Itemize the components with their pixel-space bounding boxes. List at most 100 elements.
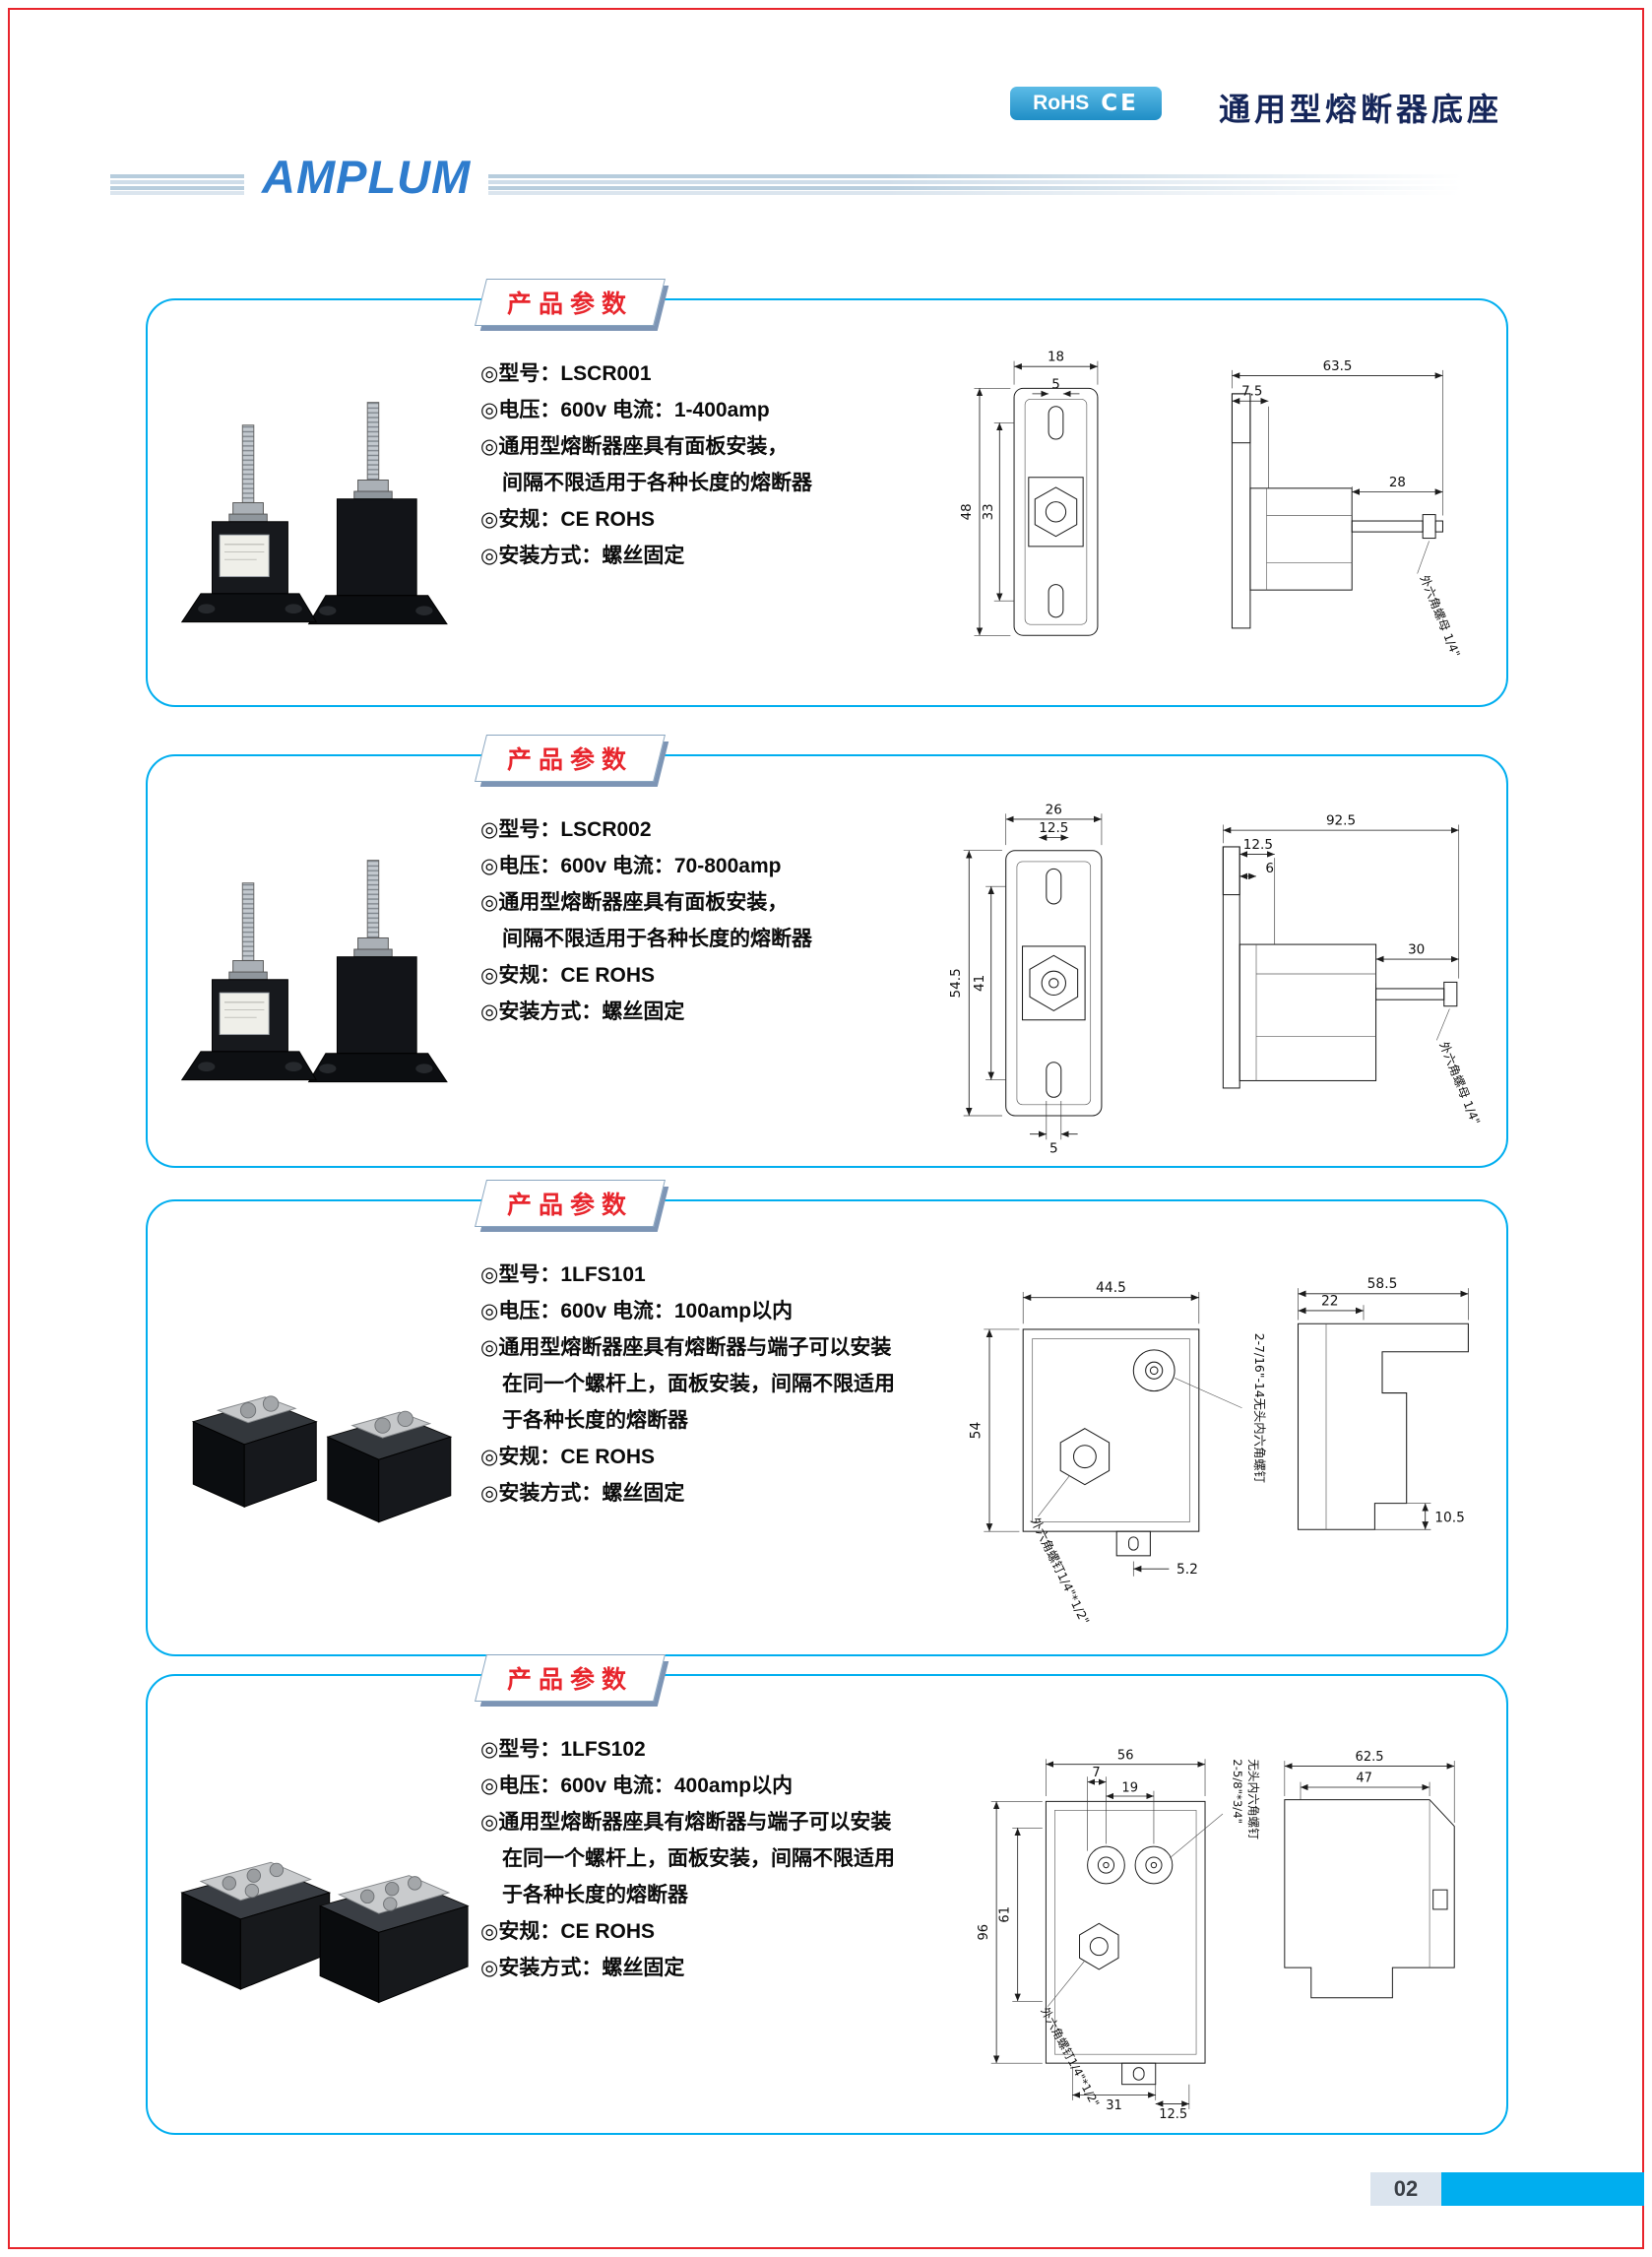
product-photo (165, 393, 480, 639)
spec-line: ◎通用型熔断器座具有熔断器与端子可以安装 (480, 1336, 892, 1359)
dim-height: 96 (977, 1924, 991, 1941)
dim-thread-len: 30 (1408, 941, 1425, 957)
spec-line: 在同一个螺杆上，面板安装，间隔不限适用 (502, 1847, 895, 1870)
section-tab: 产品参数 (475, 1180, 666, 1227)
rohs-label: RoHS (1033, 92, 1090, 114)
spec-list: ◎型号：1LFS102 ◎电压：600v 电流：400amp以内 ◎通用型熔断器… (480, 1709, 933, 1986)
dim-front-width: 44.5 (1096, 1280, 1126, 1296)
spec-list: ◎型号：LSCR001 ◎电压：600v 电流：1-400amp ◎通用型熔断器… (480, 334, 933, 574)
technical-drawing: 26 12.5 54.5 41 5 (933, 790, 1494, 1158)
spec-list: ◎型号：1LFS101 ◎电压：600v 电流：100amp以内 ◎通用型熔断器… (480, 1235, 933, 1512)
dim-height: 54 (969, 1422, 985, 1440)
dim-side-total: 92.5 (1326, 813, 1356, 829)
product-card-1lfs101: 产品参数 ◎型号：1LFS101 ◎电压：600v 电流：100amp以内 ◎通… (146, 1180, 1508, 1656)
dim-height: 54.5 (948, 968, 964, 998)
dim-side-offset: 7.5 (1241, 385, 1262, 400)
front-view: 18 5 48 33 (960, 351, 1099, 636)
spec-line: ◎通用型熔断器座具有面板安装， (480, 435, 789, 458)
brand-logo: AMPLUM (244, 150, 489, 204)
note-socket-screw: 2-7/16"-14无头内六角螺钉 (1252, 1333, 1266, 1483)
technical-drawing: 18 5 48 33 (933, 334, 1494, 697)
dim-side-inner: 47 (1356, 1772, 1372, 1786)
note-hex-nut: 外六角螺母 1/4" (1436, 1040, 1483, 1127)
technical-drawing: 44.5 54 5.2 外六角螺钉1/4"*1/2" 2-7/16"-14无头内… (933, 1235, 1494, 1646)
note-socket-screw-2: 无头内六角螺钉 (1246, 1759, 1260, 1839)
dim-front-width: 56 (1117, 1748, 1134, 1763)
spec-line: ◎安规：CE ROHS (480, 964, 656, 987)
side-view: 63.5 7.5 28 外六角螺母 1/4" (1231, 359, 1463, 659)
dim-front-width: 26 (1046, 802, 1062, 817)
dim-side-total: 58.5 (1367, 1276, 1398, 1292)
dim-side-d2: 6 (1265, 861, 1274, 876)
spec-line: ◎型号：LSCR002 (480, 818, 652, 841)
dim-side-total: 62.5 (1356, 1750, 1384, 1765)
spec-line: ◎电压：600v 电流：70-800amp (480, 855, 782, 877)
ce-mark: CE (1101, 91, 1139, 116)
spec-line: ◎安装方式：螺丝固定 (480, 1000, 685, 1023)
spec-line: ◎型号：1LFS101 (480, 1263, 646, 1286)
side-view: 62.5 47 (1284, 1750, 1455, 1999)
dim-bottom-a: 31 (1106, 2098, 1122, 2113)
dim-bottom-b: 12.5 (1159, 2107, 1187, 2122)
note-socket-screw-1: 2-5/8"*3/4" (1231, 1759, 1244, 1824)
spec-line: ◎安装方式：螺丝固定 (480, 545, 685, 567)
spec-line: ◎型号：LSCR001 (480, 362, 652, 385)
dim-front-width: 18 (1048, 351, 1064, 365)
dim-slot-bottom: 5 (1049, 1140, 1058, 1156)
spec-line: ◎安规：CE ROHS (480, 508, 656, 531)
dim-inner-height: 61 (998, 1906, 1013, 1923)
spec-line: 在同一个螺杆上，面板安装，间隔不限适用 (502, 1373, 895, 1395)
dim-side-total: 63.5 (1323, 359, 1353, 374)
dim-side-top: 22 (1321, 1293, 1339, 1309)
note-hex-screw: 外六角螺钉1/4"*1/2" (1028, 1515, 1092, 1627)
page-number: 02 (1370, 2172, 1441, 2206)
dim-side-d1: 12.5 (1243, 837, 1273, 853)
product-photo (165, 851, 480, 1097)
rohs-ce-badge: RoHS CE (1010, 87, 1162, 120)
spec-line: ◎电压：600v 电流：100amp以内 (480, 1300, 794, 1322)
dim-inner-height: 33 (982, 503, 996, 520)
dim-d19: 19 (1121, 1781, 1138, 1796)
product-card-1lfs102: 产品参数 ◎型号：1LFS102 ◎电压：600v 电流：400amp以内 ◎通… (146, 1654, 1508, 2135)
dim-thread-len: 28 (1389, 476, 1406, 490)
spec-line: 于各种长度的熔断器 (502, 1409, 688, 1432)
product-card-lscr002: 产品参数 ◎型号：LSCR002 ◎电压：600v 电流：70-800amp ◎… (146, 735, 1508, 1168)
dim-side-bottom: 10.5 (1434, 1511, 1465, 1526)
spec-line: 间隔不限适用于各种长度的熔断器 (502, 472, 812, 494)
note-hex-nut: 外六角螺母 1/4" (1418, 573, 1463, 659)
product-card-lscr001: 产品参数 ◎型号：LSCR001 ◎电压：600v 电流：1-400amp ◎通… (146, 279, 1508, 707)
spec-line: ◎电压：600v 电流：400amp以内 (480, 1774, 794, 1797)
dim-front-inner: 12.5 (1039, 820, 1068, 836)
section-tab-label: 产品参数 (507, 746, 634, 774)
technical-drawing: 56 7 19 96 61 (933, 1709, 1494, 2125)
dim-bottom-arrow: 5.2 (1176, 1562, 1198, 1578)
spec-line: 于各种长度的熔断器 (502, 1884, 688, 1906)
section-tab-label: 产品参数 (507, 1666, 634, 1694)
spec-line: ◎通用型熔断器座具有面板安装， (480, 891, 789, 914)
front-view: 26 12.5 54.5 41 5 (948, 802, 1103, 1156)
front-view: 56 7 19 96 61 (977, 1748, 1260, 2122)
spec-line: ◎安规：CE ROHS (480, 1920, 656, 1943)
spec-list: ◎型号：LSCR002 ◎电压：600v 电流：70-800amp ◎通用型熔断… (480, 790, 933, 1030)
front-view: 44.5 54 5.2 外六角螺钉1/4"*1/2" 2-7/16"-14无头内… (969, 1280, 1266, 1627)
note-hex-screw: 外六角螺钉1/4"*1/2" (1038, 2005, 1102, 2109)
page-title: 通用型熔断器底座 (1219, 92, 1503, 127)
side-view: 92.5 12.5 6 30 外六角螺母 1/4" (1222, 813, 1483, 1127)
section-tab-label: 产品参数 (507, 1192, 634, 1219)
spec-line: ◎安装方式：螺丝固定 (480, 1957, 685, 1979)
dim-slot: 5 (1051, 377, 1060, 392)
spec-line: 间隔不限适用于各种长度的熔断器 (502, 928, 812, 950)
dim-d7: 7 (1092, 1766, 1100, 1780)
dim-inner-height: 41 (972, 975, 987, 992)
spec-line: ◎安规：CE ROHS (480, 1446, 656, 1468)
section-tab-label: 产品参数 (507, 290, 634, 318)
spec-line: ◎型号：1LFS102 (480, 1738, 646, 1761)
product-photo (165, 1318, 480, 1564)
spec-line: ◎安装方式：螺丝固定 (480, 1482, 685, 1505)
dim-height: 48 (960, 503, 975, 520)
page-number-accent (1441, 2172, 1644, 2206)
spec-line: ◎通用型熔断器座具有熔断器与端子可以安装 (480, 1811, 892, 1834)
section-tab: 产品参数 (475, 279, 666, 326)
section-tab: 产品参数 (475, 1654, 666, 1702)
